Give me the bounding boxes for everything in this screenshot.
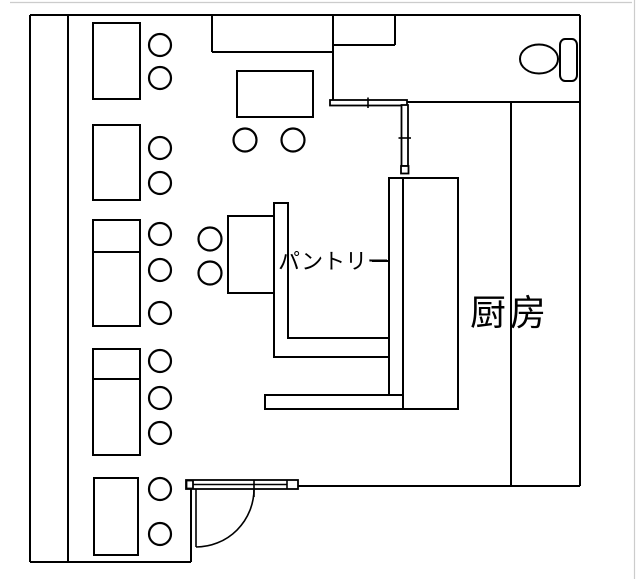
chair (147, 420, 173, 446)
toilet-tank (559, 38, 578, 82)
door-swing-arc (195, 488, 255, 548)
kitchen-counter-narrow (388, 177, 404, 410)
chair (147, 521, 173, 547)
partition-end-post (400, 165, 410, 175)
counters (264, 177, 459, 410)
chair (147, 300, 173, 326)
door-jamb-left (185, 479, 194, 490)
chair (147, 32, 173, 58)
chair (280, 127, 306, 153)
chair (232, 127, 258, 153)
toilet-bowl (519, 43, 559, 75)
chair (197, 260, 223, 286)
dining-table-1 (92, 22, 141, 100)
pantry-seating (197, 215, 275, 294)
chair (197, 226, 223, 252)
chair (147, 65, 173, 91)
left-dining-tables (92, 22, 141, 556)
chair (147, 170, 173, 196)
room-labels: パントリー 厨房 (278, 249, 550, 333)
partition-wall (329, 97, 411, 175)
dining-table-5 (93, 477, 139, 556)
entrance-alcove (210, 15, 397, 101)
dining-table-4 (92, 348, 141, 456)
chair (147, 221, 173, 247)
toilet-icon (519, 38, 578, 82)
service-counter-bottom (264, 394, 404, 410)
entrance-door (185, 479, 299, 548)
pantry-table (227, 215, 275, 294)
walls (28, 13, 582, 564)
pantry-counter-L (273, 202, 390, 358)
chair (147, 476, 173, 502)
center-table (236, 70, 314, 118)
kitchen-counter-wide (402, 177, 459, 410)
chair (147, 135, 173, 161)
chair (147, 348, 173, 374)
pantry-label: パントリー (278, 249, 389, 274)
left-dining-chairs (147, 32, 173, 547)
dining-table-2 (92, 124, 141, 201)
chair (147, 385, 173, 411)
center-seating (232, 70, 314, 153)
kitchen-label: 厨房 (470, 292, 550, 333)
dining-table-3 (92, 219, 141, 327)
chair (147, 257, 173, 283)
partition-vertical-bar (400, 104, 409, 167)
